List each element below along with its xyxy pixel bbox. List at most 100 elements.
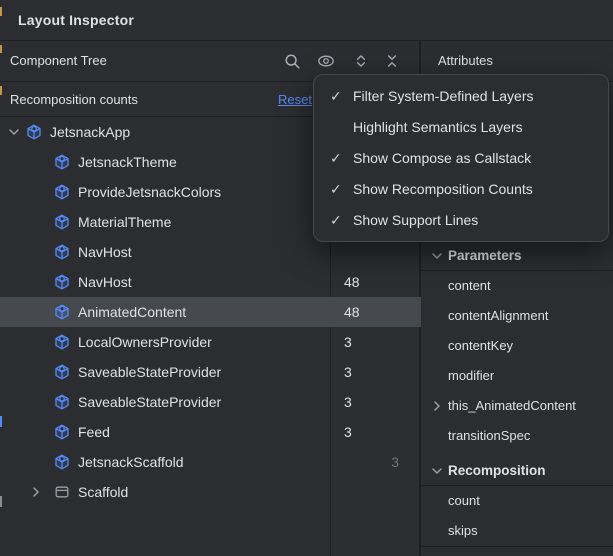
chevron-icon[interactable]	[429, 278, 445, 294]
menu-item-filter-system-defined-layers[interactable]: ✓ Filter System-Defined Layers	[314, 81, 608, 112]
expander-icon[interactable]	[6, 124, 22, 140]
recomposition-count: 3	[391, 454, 399, 470]
tree-row-localownersprovider[interactable]: LocalOwnersProvider 3	[0, 327, 421, 357]
composable-icon	[54, 244, 70, 260]
attribute-row-contentkey[interactable]: contentKey	[421, 331, 613, 361]
component-tree-toolbar: Component Tree	[0, 41, 419, 82]
chevron-icon[interactable]	[429, 338, 445, 354]
chevron-icon[interactable]	[429, 493, 445, 509]
composable-icon	[54, 394, 70, 410]
attribute-row-this_animatedcontent[interactable]: this_AnimatedContent	[421, 391, 613, 421]
tree-row-providejetsnackcolors[interactable]: ProvideJetsnackColors	[0, 177, 421, 207]
reset-recomposition-link[interactable]: Reset	[278, 92, 312, 107]
menu-item-highlight-semantics-layers[interactable]: ✓ Highlight Semantics Layers	[314, 112, 608, 143]
attribute-label: content	[448, 278, 491, 293]
menu-item-show-recomposition-counts[interactable]: ✓ Show Recomposition Counts	[314, 174, 608, 205]
attributes-list: Parameters content contentAlignment cont…	[421, 241, 613, 547]
composable-icon	[54, 184, 70, 200]
menu-item-label: Show Support Lines	[353, 212, 479, 228]
recomposition-count: 3	[344, 334, 352, 350]
tree-node-label: JetsnackApp	[50, 124, 131, 140]
expander-icon[interactable]	[28, 304, 44, 320]
tree-row-navhost[interactable]: NavHost 48	[0, 267, 421, 297]
menu-item-label: Filter System-Defined Layers	[353, 88, 534, 104]
menu-item-show-compose-as-callstack[interactable]: ✓ Show Compose as Callstack	[314, 143, 608, 174]
expand-all-icon[interactable]	[352, 52, 370, 70]
expander-icon[interactable]	[28, 484, 44, 500]
tree-row-jetsnackscaffold[interactable]: JetsnackScaffold 3	[0, 447, 421, 477]
recomposition-count: 48	[344, 274, 360, 290]
expander-icon[interactable]	[28, 214, 44, 230]
attribute-label: modifier	[448, 368, 495, 383]
tree-row-materialtheme[interactable]: MaterialTheme	[0, 207, 421, 237]
tree-row-jetsnackapp[interactable]: JetsnackApp	[0, 117, 421, 147]
attribute-row-contentalignment[interactable]: contentAlignment	[421, 301, 613, 331]
tree-node-label: JetsnackTheme	[78, 154, 177, 170]
attribute-label: transitionSpec	[448, 428, 531, 443]
window-title: Layout Inspector	[18, 12, 134, 28]
composable-icon	[54, 214, 70, 230]
chevron-icon[interactable]	[429, 428, 445, 444]
gutter-tick	[0, 496, 2, 507]
attribute-row-count[interactable]: count	[421, 486, 613, 516]
chevron-icon[interactable]	[429, 463, 445, 479]
tree-node-label: NavHost	[78, 274, 132, 290]
count-column-divider	[330, 118, 331, 556]
chevron-icon[interactable]	[429, 308, 445, 324]
attributes-section-parameters: Parameters content contentAlignment cont…	[421, 241, 613, 451]
chevron-icon[interactable]	[429, 398, 445, 414]
expander-icon[interactable]	[28, 244, 44, 260]
section-header-recomposition[interactable]: Recomposition	[421, 456, 613, 486]
attribute-label: Parameters	[448, 248, 522, 263]
expander-icon[interactable]	[28, 334, 44, 350]
menu-item-label: Highlight Semantics Layers	[353, 119, 523, 135]
tree-row-saveablestateprovider[interactable]: SaveableStateProvider 3	[0, 387, 421, 417]
tree-row-animatedcontent[interactable]: AnimatedContent 48	[0, 297, 421, 327]
recomposition-count: 3	[344, 394, 352, 410]
chevron-icon[interactable]	[429, 248, 445, 264]
tree-node-label: SaveableStateProvider	[78, 364, 222, 380]
attribute-row-modifier[interactable]: modifier	[421, 361, 613, 391]
attribute-row-transitionspec[interactable]: transitionSpec	[421, 421, 613, 451]
tree-row-scaffold[interactable]: Scaffold	[0, 477, 421, 507]
expander-icon[interactable]	[28, 274, 44, 290]
expander-icon[interactable]	[28, 394, 44, 410]
gutter-tick	[0, 45, 2, 53]
tree-row-saveablestateprovider[interactable]: SaveableStateProvider 3	[0, 357, 421, 387]
recomposition-count: 3	[344, 424, 352, 440]
chevron-icon[interactable]	[429, 523, 445, 539]
attribute-row-content[interactable]: content	[421, 271, 613, 301]
expander-icon[interactable]	[28, 364, 44, 380]
tree-row-feed[interactable]: Feed 3	[0, 417, 421, 447]
expander-icon[interactable]	[28, 424, 44, 440]
view-options-eye-icon[interactable]	[317, 52, 335, 70]
menu-item-label: Show Compose as Callstack	[353, 150, 532, 166]
attribute-row-skips[interactable]: skips	[421, 516, 613, 546]
expander-icon[interactable]	[28, 454, 44, 470]
tree-node-label: MaterialTheme	[78, 214, 172, 230]
attributes-section-recomposition: Recomposition count skips	[421, 456, 613, 547]
recomposition-count: 3	[344, 364, 352, 380]
tree-node-label: ProvideJetsnackColors	[78, 184, 222, 200]
collapse-all-icon[interactable]	[383, 52, 401, 70]
menu-item-show-support-lines[interactable]: ✓ Show Support Lines	[314, 205, 608, 236]
view-options-menu: ✓ Filter System-Defined Layers ✓ Highlig…	[313, 74, 609, 242]
checkmark-icon: ✓	[330, 212, 342, 228]
composable-icon	[54, 274, 70, 290]
search-icon[interactable]	[283, 52, 301, 70]
composable-icon	[54, 364, 70, 380]
component-tree: JetsnackApp JetsnackTheme	[0, 117, 421, 556]
gutter-tick	[0, 86, 2, 95]
tree-node-label: NavHost	[78, 244, 132, 260]
section-header-parameters[interactable]: Parameters	[421, 241, 613, 271]
tree-row-navhost[interactable]: NavHost	[0, 237, 421, 267]
expander-icon[interactable]	[28, 184, 44, 200]
expander-icon[interactable]	[28, 154, 44, 170]
chevron-icon[interactable]	[429, 368, 445, 384]
component-tree-title: Component Tree	[10, 53, 107, 68]
menu-item-label: Show Recomposition Counts	[353, 181, 533, 197]
attribute-label: this_AnimatedContent	[448, 398, 576, 413]
tree-node-label: Feed	[78, 424, 110, 440]
tree-row-jetsnacktheme[interactable]: JetsnackTheme	[0, 147, 421, 177]
recomposition-counts-label: Recomposition counts	[10, 92, 138, 107]
